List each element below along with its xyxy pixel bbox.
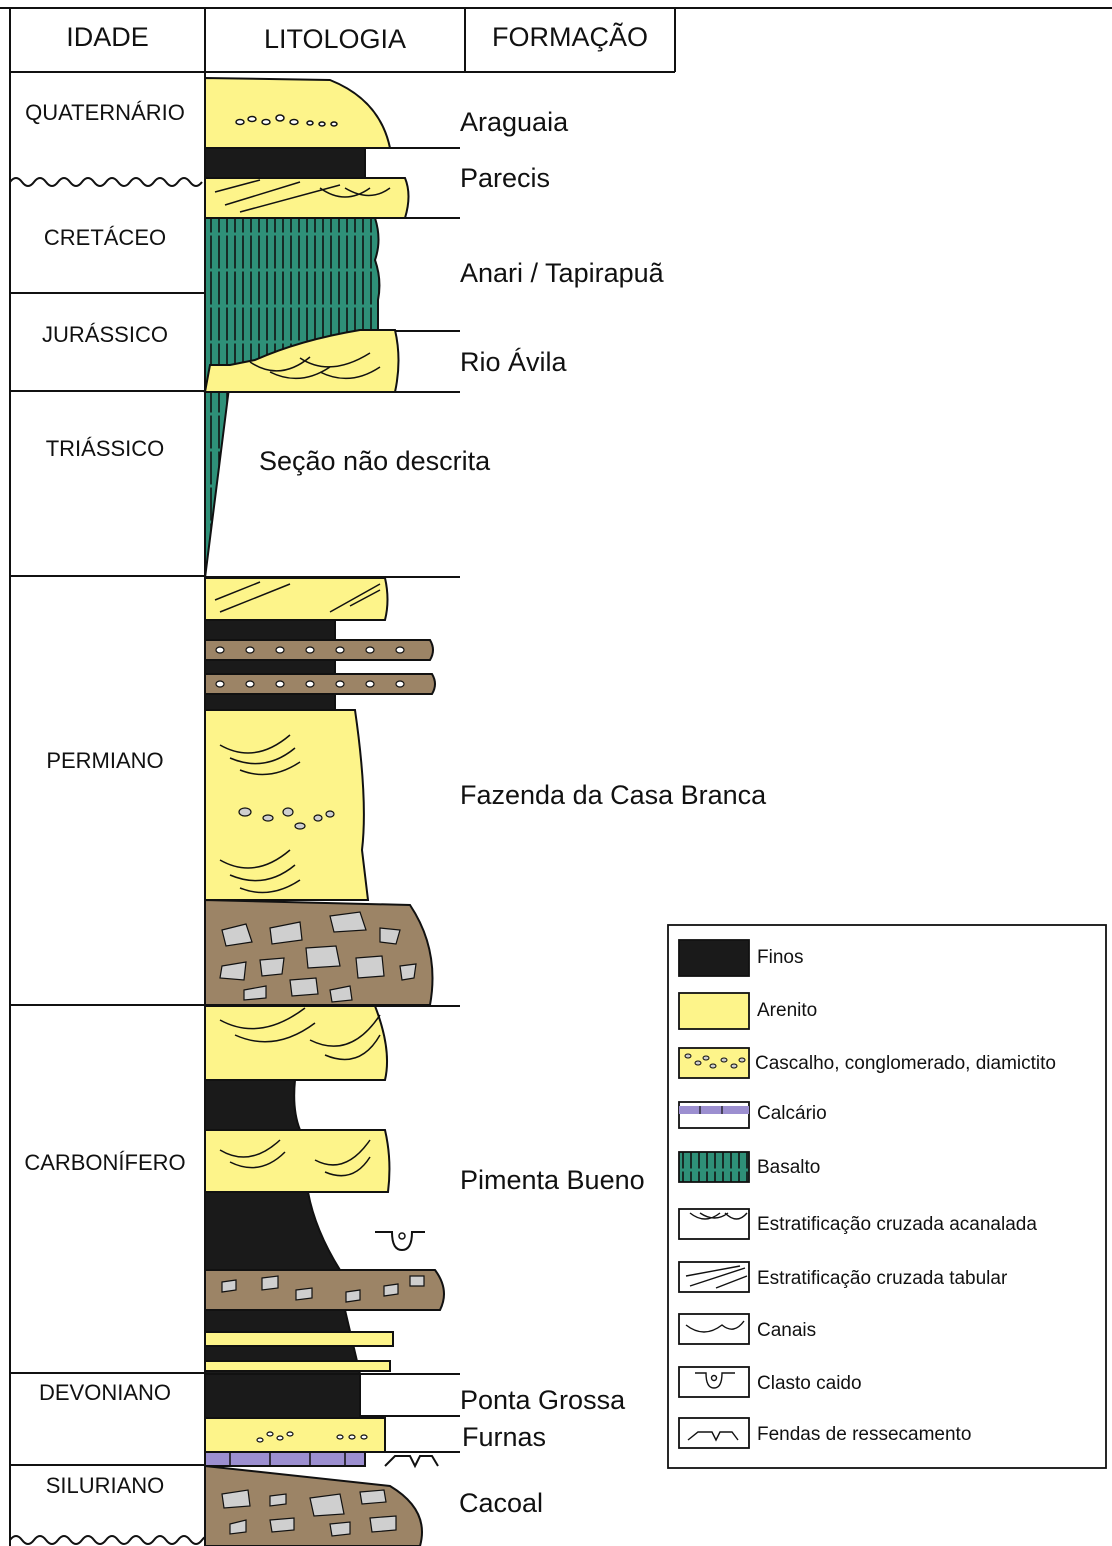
legend-label-tabular: Estratificação cruzada tabular bbox=[757, 1268, 1007, 1290]
age-carbonifero: CARBONÍFERO bbox=[5, 1150, 205, 1176]
layer-fines bbox=[205, 1192, 340, 1270]
header-formacao: FORMAÇÃO bbox=[465, 22, 675, 53]
age-cretaceo: CRETÁCEO bbox=[5, 225, 205, 251]
legend-swatch-canais bbox=[679, 1314, 749, 1344]
layer-thin-sandstone bbox=[205, 1361, 390, 1371]
formation-ponta-grossa: Ponta Grossa bbox=[460, 1385, 625, 1416]
layer-ponta-grossa-fines bbox=[205, 1374, 360, 1418]
layer-fines bbox=[205, 620, 335, 710]
legend-label-fendas: Fendas de ressecamento bbox=[757, 1424, 971, 1446]
layer-basalt-anari bbox=[205, 218, 379, 578]
layer-furnas-sandstone bbox=[205, 1418, 385, 1452]
layer-parecis-fines bbox=[205, 148, 365, 178]
legend-swatch-cascalho bbox=[679, 1048, 749, 1078]
layer-parecis-sandstone bbox=[205, 178, 409, 218]
layer-permian-sandstone-top bbox=[205, 578, 388, 620]
formation-pimenta-bueno: Pimenta Bueno bbox=[460, 1165, 645, 1196]
layer-carboniferous-sandstone bbox=[205, 1006, 387, 1080]
legend-label-arenito: Arenito bbox=[757, 1000, 817, 1022]
header-litologia: LITOLOGIA bbox=[205, 24, 465, 55]
unconformity-line bbox=[10, 178, 202, 186]
legend-label-canais: Canais bbox=[757, 1320, 816, 1342]
age-siluriano: SILURIANO bbox=[5, 1473, 205, 1499]
legend-swatch-clasto bbox=[679, 1367, 749, 1397]
formation-araguaia: Araguaia bbox=[460, 107, 568, 138]
layer-thin-sandstone bbox=[205, 1332, 393, 1346]
legend-label-basalto: Basalto bbox=[757, 1157, 820, 1179]
legend-label-finos: Finos bbox=[757, 947, 803, 969]
formation-secao-nao-descrita: Seção não descrita bbox=[259, 446, 490, 477]
layer-gravel bbox=[205, 1270, 444, 1310]
fendas-symbol bbox=[385, 1456, 438, 1466]
formation-rio-avila: Rio Ávila bbox=[460, 347, 567, 378]
formation-anari-tapirapua: Anari / Tapirapuã bbox=[460, 258, 664, 289]
age-permiano: PERMIANO bbox=[5, 748, 205, 774]
layer-limestone bbox=[205, 1452, 365, 1466]
legend-swatch-basalto bbox=[679, 1152, 749, 1182]
lithology-column bbox=[205, 78, 444, 1546]
legend-label-cascalho: Cascalho, conglomerado, diamictito bbox=[755, 1053, 1056, 1075]
legend-swatch-fendas bbox=[679, 1418, 749, 1448]
age-devoniano: DEVONIANO bbox=[5, 1380, 205, 1406]
age-jurassico: JURÁSSICO bbox=[5, 322, 205, 348]
legend-label-clasto: Clasto caido bbox=[757, 1373, 862, 1395]
formation-furnas: Furnas bbox=[462, 1422, 546, 1453]
layer-araguaia-sandstone bbox=[205, 78, 390, 148]
legend-swatch-acanalada bbox=[679, 1209, 749, 1239]
layer-fines bbox=[205, 1080, 300, 1130]
formation-fazenda-da-casa-branca: Fazenda da Casa Branca bbox=[460, 780, 766, 811]
legend-label-calcario: Calcário bbox=[757, 1103, 827, 1125]
layer-carboniferous-sandstone bbox=[205, 1130, 389, 1192]
age-triassico: TRIÁSSICO bbox=[5, 436, 205, 462]
legend bbox=[668, 925, 1106, 1468]
formation-parecis: Parecis bbox=[460, 163, 550, 194]
formation-cacoal: Cacoal bbox=[459, 1488, 543, 1519]
legend-swatch-arenito bbox=[679, 993, 749, 1029]
header-idade: IDADE bbox=[10, 22, 205, 53]
legend-swatch-calcario bbox=[679, 1102, 749, 1128]
legend-swatch-finos bbox=[679, 940, 749, 976]
age-quaternario: QUATERNÁRIO bbox=[5, 100, 205, 126]
legend-label-acanalada: Estratificação cruzada acanalada bbox=[757, 1214, 1037, 1236]
